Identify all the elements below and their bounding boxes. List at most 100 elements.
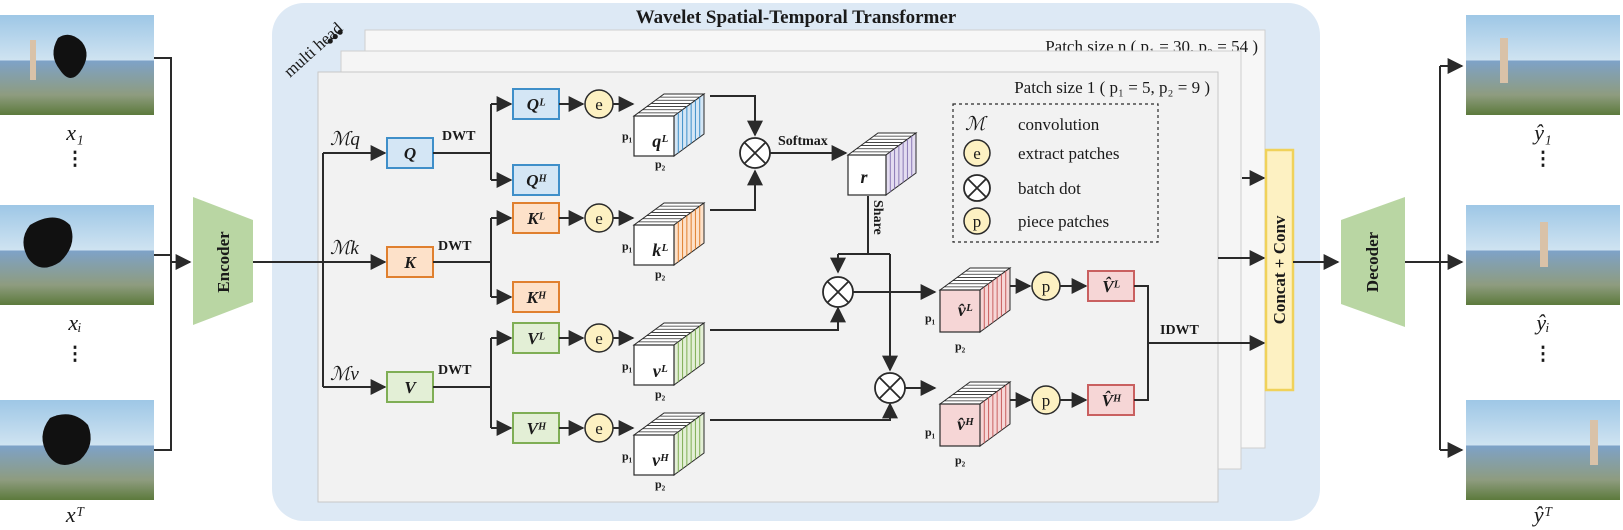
output-label-i: ŷᵢ	[1534, 310, 1549, 335]
legend-m-symbol: ℳ	[965, 114, 988, 135]
output-label-t: ŷᵀ	[1532, 502, 1553, 527]
patch-cuboid-vhat-l	[938, 267, 1012, 333]
input-label-i: xᵢ	[67, 310, 81, 335]
batch-dot-vl	[822, 276, 854, 308]
extract-op-vh: e	[584, 413, 614, 443]
p1-vl: p₁	[622, 359, 633, 373]
patch-cuboid-r	[846, 132, 918, 196]
k-block-label: K	[403, 253, 417, 272]
p1-vhat-h: p₁	[925, 425, 936, 439]
legend-box	[952, 103, 1159, 243]
legend-conv: convolution	[1018, 115, 1100, 134]
kl-block	[512, 202, 560, 234]
p2-vh: p₂	[655, 477, 666, 491]
svg-text:p: p	[1042, 391, 1051, 410]
kh-block	[512, 281, 560, 313]
svg-text:p: p	[973, 212, 982, 231]
svg-text:e: e	[973, 144, 981, 163]
piece-op-l: p	[1031, 271, 1061, 301]
p2-ql: p₂	[655, 157, 666, 171]
p2-kl: p₂	[655, 267, 666, 281]
output-frame-1	[1466, 15, 1620, 115]
qh-block	[512, 164, 560, 196]
kh-block-label: Kᴴ	[526, 288, 547, 307]
patch-label-ql: qᴸ	[652, 131, 668, 151]
extract-op-vl: e	[584, 323, 614, 353]
legend-extract-icon: e	[963, 139, 991, 167]
p1-vh: p₁	[622, 449, 633, 463]
vhat-h-block	[1087, 384, 1135, 416]
dwt-label-q: DWT	[442, 129, 476, 144]
patch-cuboid-ql	[632, 93, 706, 157]
svg-text:e: e	[595, 419, 603, 438]
legend-piece: piece patches	[1018, 212, 1109, 231]
legend-batch-dot-icon	[963, 174, 991, 202]
decoder-label: Decoder	[1363, 231, 1382, 292]
input-dots-2: ⋮	[66, 344, 85, 365]
input-frame-1	[0, 15, 154, 115]
patch-label-vh: vᴴ	[652, 450, 669, 470]
vl-block-label: Vᴸ	[527, 329, 545, 348]
p2-vl: p₂	[655, 387, 666, 401]
vh-block-label: Vᴴ	[527, 419, 547, 438]
patch-cuboid-kl	[632, 202, 706, 266]
svg-text:e: e	[595, 95, 603, 114]
output-frame-t	[1466, 400, 1620, 500]
input-label-t: xᵀ	[65, 502, 85, 527]
p1-ql: p₁	[622, 129, 633, 143]
kl-block-label: Kᴸ	[526, 209, 545, 228]
extract-op-q: e	[584, 89, 614, 119]
qh-block-label: Qᴴ	[526, 171, 547, 190]
concat-conv-label: Concat + Conv	[1270, 215, 1289, 324]
p1-kl: p₁	[622, 239, 633, 253]
p1-vhat-l: p₁	[925, 311, 936, 325]
batch-dot-qk	[739, 137, 771, 169]
input-dots-1: ⋮	[66, 149, 85, 170]
decoder-block	[1341, 197, 1405, 327]
patch-label-vhat-l: v̂ᴸ	[958, 300, 973, 320]
output-frame-i	[1466, 205, 1620, 305]
encoder-block	[193, 197, 253, 325]
vhat-h-label: V̂ᴴ	[1102, 391, 1122, 410]
share-label: Share	[870, 200, 885, 235]
m-label-k: ℳk	[330, 238, 359, 259]
p2-vhat-l: p₂	[955, 339, 966, 353]
softmax-label: Softmax	[778, 134, 828, 149]
input-frame-i	[0, 205, 154, 305]
output-dots-2: ⋮	[1534, 344, 1553, 365]
ql-block	[512, 88, 560, 120]
svg-text:e: e	[595, 209, 603, 228]
dwt-label-k: DWT	[438, 239, 472, 254]
patch-cuboid-vl	[632, 322, 706, 386]
piece-op-h: p	[1031, 385, 1061, 415]
svg-text:e: e	[595, 329, 603, 348]
legend-batch-dot: batch dot	[1018, 179, 1081, 198]
q-block-label: Q	[404, 144, 416, 163]
patch-label-r: r	[860, 167, 868, 187]
m-label-q: ℳq	[330, 129, 360, 150]
svg-text:p: p	[1042, 277, 1051, 296]
dwt-label-v: DWT	[438, 363, 472, 378]
vhat-l-label: V̂ᴸ	[1102, 277, 1120, 296]
transformer-title: Wavelet Spatial-Temporal Transformer	[636, 7, 957, 28]
patch-label-vl: vᴸ	[653, 361, 668, 381]
legend-extract: extract patches	[1018, 144, 1119, 163]
patch-cuboid-vh	[632, 412, 706, 476]
patch-cuboid-vhat-h	[938, 381, 1012, 447]
batch-dot-vh	[874, 372, 906, 404]
idwt-label: IDWT	[1160, 323, 1200, 338]
v-block-label: V	[404, 378, 417, 397]
concat-conv-block	[1264, 148, 1295, 392]
ql-block-label: Qᴸ	[527, 95, 546, 114]
p2-vhat-h: p₂	[955, 453, 966, 467]
patch-label-kl: kᴸ	[652, 240, 668, 260]
patch-label-vhat-h: v̂ᴴ	[957, 414, 974, 434]
output-dots-1: ⋮	[1534, 149, 1553, 170]
patch-size-1-label: Patch size 1 ( p₁ = 5, p₂ = 9 )	[1014, 78, 1210, 97]
legend-piece-icon: p	[963, 207, 991, 235]
input-frame-t	[0, 400, 154, 500]
input-label-1: x₁	[65, 120, 83, 145]
encoder-label: Encoder	[214, 231, 233, 293]
output-label-1: ŷ₁	[1532, 120, 1551, 145]
extract-op-k: e	[584, 203, 614, 233]
